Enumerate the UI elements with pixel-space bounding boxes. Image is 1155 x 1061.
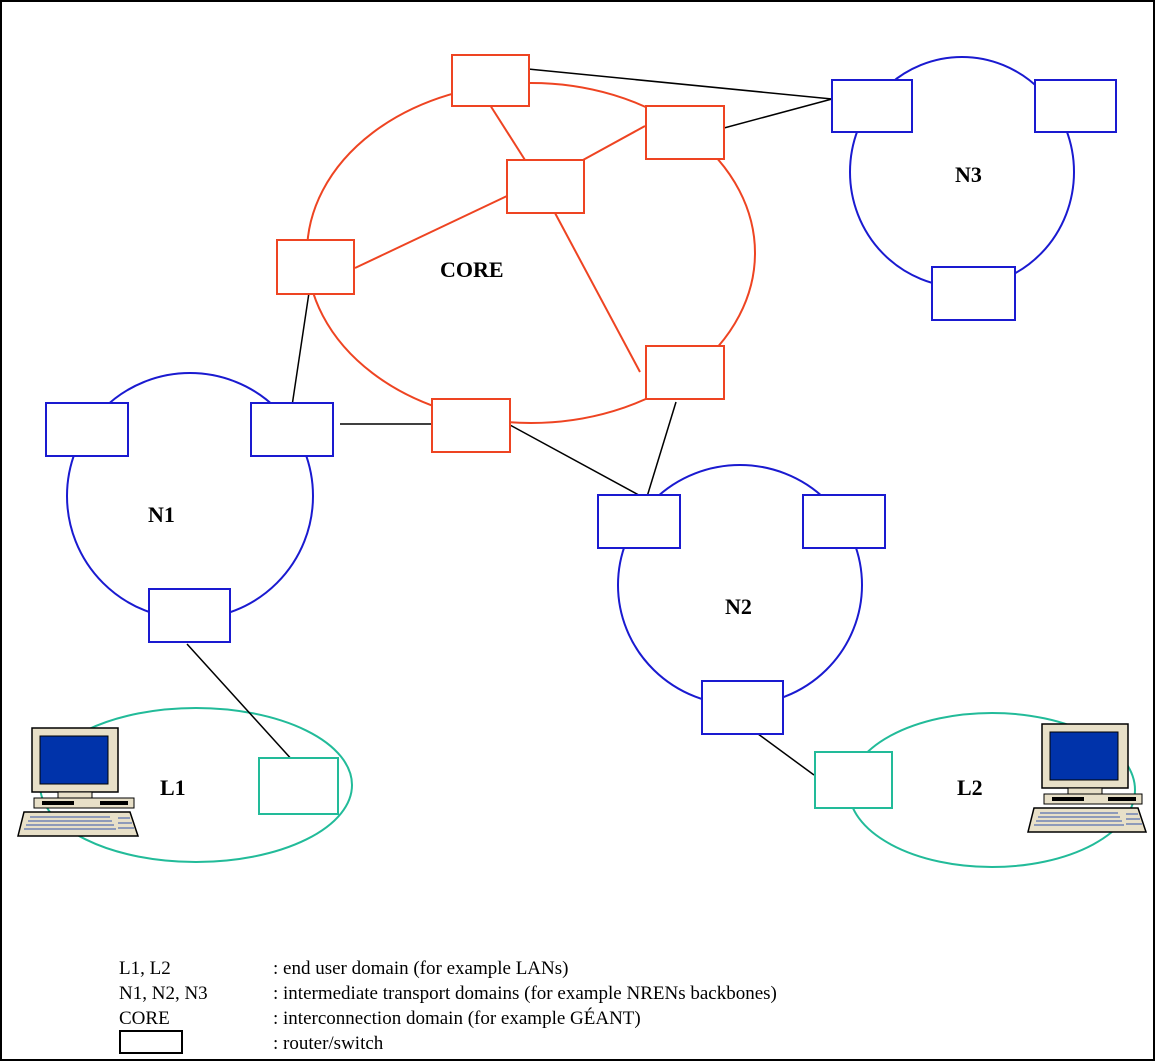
router-switch-icon[interactable] (250, 402, 334, 457)
legend-key: N1, N2, N3 (119, 983, 208, 1004)
lan-routers (258, 751, 893, 815)
l2-domain-label: L2 (957, 775, 983, 800)
n1-routers (45, 402, 334, 643)
legend-desc: : end user domain (for example LANs) (273, 958, 568, 979)
core-domain-label: CORE (440, 257, 504, 282)
router-switch-icon[interactable] (645, 345, 725, 400)
legend-key: L1, L2 (119, 958, 171, 979)
router-switch-icon[interactable] (276, 239, 355, 295)
router-switch-icon[interactable] (258, 757, 339, 815)
link-core-n2 (509, 424, 649, 501)
link-core-n3 (723, 98, 833, 129)
legend-desc: : interconnection domain (for example GÉ… (273, 1007, 641, 1029)
link-core-n1 (291, 285, 311, 407)
core-link (489, 104, 526, 161)
core-routers (276, 54, 725, 453)
legend-desc: : intermediate transport domains (for ex… (273, 983, 777, 1004)
link-n2-l2 (753, 730, 815, 776)
legend: L1, L2 : end user domain (for example LA… (119, 958, 777, 1054)
core-internal-links (354, 104, 646, 373)
router-switch-icon[interactable] (431, 398, 511, 453)
inter-domain-links (186, 68, 833, 776)
core-link (582, 125, 646, 161)
router-switch-icon[interactable] (45, 402, 129, 457)
legend-desc: : router/switch (273, 1033, 384, 1054)
n3-routers (831, 79, 1117, 321)
router-switch-icon (119, 1030, 183, 1054)
router-switch-icon[interactable] (506, 159, 585, 214)
link-core-n2 (645, 401, 677, 501)
router-switch-icon[interactable] (645, 105, 725, 160)
legend-key: CORE (119, 1008, 170, 1029)
link-core-n3 (527, 68, 833, 100)
router-switch-icon[interactable] (148, 588, 231, 643)
n1-domain-label: N1 (148, 502, 175, 527)
n2-routers (597, 494, 886, 735)
core-link (354, 195, 508, 269)
core-link (554, 212, 641, 373)
router-switch-icon[interactable] (701, 680, 784, 735)
router-switch-icon[interactable] (814, 751, 893, 809)
n2-domain-label: N2 (725, 594, 752, 619)
router-switch-icon[interactable] (831, 79, 913, 133)
router-switch-icon[interactable] (1034, 79, 1117, 133)
l1-domain-label: L1 (160, 775, 186, 800)
router-switch-icon[interactable] (931, 266, 1016, 321)
router-switch-icon[interactable] (597, 494, 681, 549)
router-switch-icon[interactable] (451, 54, 530, 107)
desktop-computer-icon (1027, 723, 1148, 833)
n3-domain-label: N3 (955, 162, 982, 187)
desktop-computer-icon (17, 727, 140, 837)
router-switch-icon[interactable] (802, 494, 886, 549)
link-n1-l1 (186, 643, 295, 763)
